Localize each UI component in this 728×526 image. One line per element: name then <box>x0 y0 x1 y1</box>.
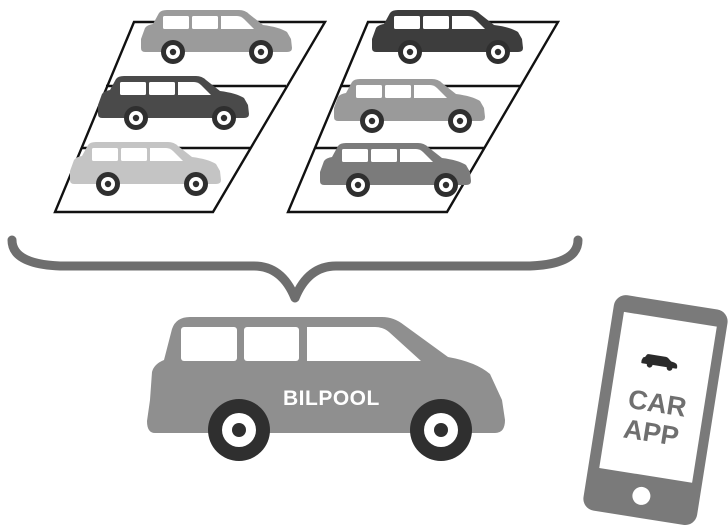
phone-screen <box>599 311 717 483</box>
pool-car-window-3 <box>307 327 421 361</box>
pool-label: BILPOOL <box>283 387 380 410</box>
curly-brace <box>7 235 583 303</box>
parked-car-left-1 <box>141 10 292 64</box>
parked-car-right-3 <box>320 143 471 197</box>
smartphone: CAR APP <box>583 295 728 526</box>
parked-car-right-1 <box>372 10 523 64</box>
pool-car-window-2 <box>244 327 299 361</box>
pool-car-window-1 <box>181 327 237 361</box>
pool-car-front-wheel <box>208 399 270 461</box>
right-lot-outline <box>286 20 561 214</box>
pool-car: BILPOOL <box>147 317 505 461</box>
phone-home-button <box>632 486 651 505</box>
pool-car-rear-wheel <box>410 399 472 461</box>
parked-car-left-2 <box>98 76 249 130</box>
parked-car-left-3 <box>70 142 221 196</box>
car-app-icon <box>641 354 678 371</box>
